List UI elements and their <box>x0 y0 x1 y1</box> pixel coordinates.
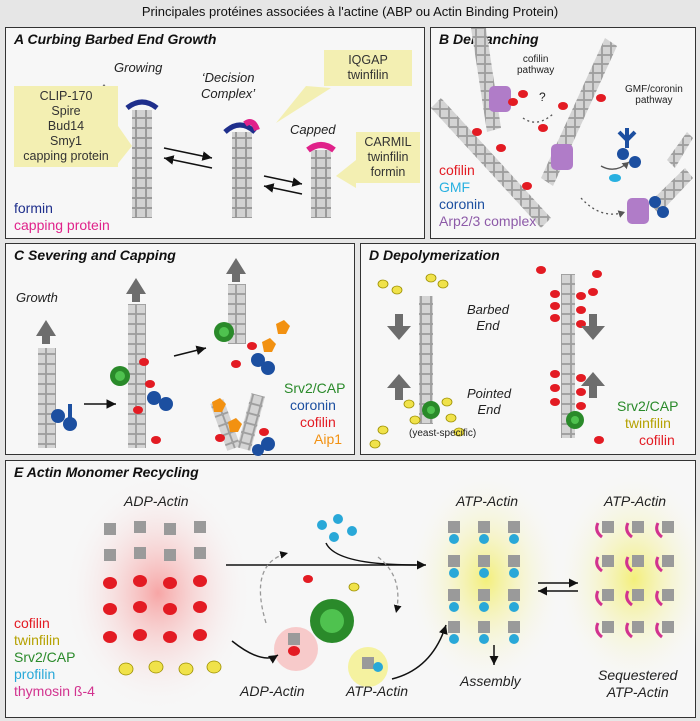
legend-cofilin: cofilin <box>639 432 675 448</box>
panel-e: E Actin Monomer Recycling <box>5 460 697 718</box>
label-sequestered-atp-actin: Sequestered ATP-Actin <box>598 667 678 700</box>
panel-b: B Debranching cofilin pathw <box>430 27 696 239</box>
label-pointed-end: Pointed End <box>467 386 512 417</box>
coronin-molecule <box>657 206 669 218</box>
label-question-mark: ? <box>539 90 546 104</box>
capping-protein <box>243 119 260 132</box>
legend-thymosin: thymosin ß-4 <box>14 683 95 699</box>
legend-cofilin: cofilin <box>300 414 336 430</box>
callout-growth-regulators: CLIP-170 Spire Bud14 Smy1 capping protei… <box>14 86 118 167</box>
growth-arrow-icon <box>226 258 246 282</box>
arp23-complex <box>551 144 573 170</box>
legend-coronin: coronin <box>290 397 336 413</box>
actin-filament <box>128 304 146 448</box>
arp23-complex <box>627 198 649 224</box>
coronin-molecule <box>649 196 661 208</box>
label-barbed-end: Barbed End <box>467 302 509 333</box>
legend-aip1: Aip1 <box>314 431 343 447</box>
label-atp-actin-pool: ATP-Actin <box>456 493 518 509</box>
actin-filament <box>38 348 56 448</box>
legend-gmf: GMF <box>439 179 471 195</box>
panel-d: D Depolymerization <box>360 243 696 455</box>
growth-arrow-icon <box>36 320 56 344</box>
legend-formin: formin <box>14 200 53 216</box>
shrink-arrow-icon <box>581 314 605 340</box>
actin-filament <box>431 98 551 228</box>
label-growth: Growth <box>16 290 58 305</box>
legend-arp23: Arp2/3 complex <box>439 213 537 229</box>
panel-a-title: A Curbing Barbed End Growth <box>14 31 217 47</box>
adp-actin-pool <box>103 521 222 676</box>
formin-dimer <box>125 99 159 111</box>
cofilin-molecule <box>508 98 518 106</box>
label-cofilin-pathway: cofilin pathway <box>517 54 555 76</box>
legend-twinfilin: twinfilin <box>14 632 60 648</box>
sequestered-atp-actin-pool <box>595 521 674 639</box>
label-adp-actin-monomer: ADP-Actin <box>240 683 305 699</box>
cofilin-molecule <box>538 124 548 132</box>
panel-a-illustration <box>94 78 356 218</box>
label-gmf-coronin-pathway: GMF/coronin pathway <box>625 84 683 106</box>
panel-c: C Severing and Capping Gr <box>5 243 355 456</box>
callout-capping-regulators: CARMIL twinfilin formin <box>356 132 420 183</box>
cofilin-molecule <box>522 182 532 190</box>
capping-protein <box>306 142 336 153</box>
legend-coronin: coronin <box>439 196 485 212</box>
coronin-molecule <box>617 148 629 160</box>
panel-b-illustration <box>431 28 693 228</box>
label-growing: Growing <box>114 60 163 75</box>
cofilin-molecule <box>596 94 606 102</box>
panel-d-illustration <box>369 266 605 449</box>
legend-cofilin: cofilin <box>14 615 50 631</box>
actin-filament <box>471 28 501 132</box>
cofilin-molecule <box>518 90 528 98</box>
label-yeast-specific: (yeast-specific) <box>409 428 477 439</box>
panel-d-title: D Depolymerization <box>369 247 500 263</box>
shrink-arrow-icon <box>581 372 605 398</box>
shrink-arrow-icon <box>387 374 411 400</box>
label-decision-complex: ‘Decision Complex’ <box>201 70 256 101</box>
legend-twinfilin: twinfilin <box>625 415 671 431</box>
panel-b-title: B Debranching <box>439 31 539 47</box>
panel-c-title: C Severing and Capping <box>14 247 176 263</box>
label-adp-actin-pool: ADP-Actin <box>124 493 189 509</box>
arp23-complex <box>489 86 511 112</box>
actin-filament <box>561 274 575 438</box>
shrink-arrow-icon <box>387 314 411 340</box>
actin-filament <box>311 150 331 218</box>
cofilin-molecule <box>558 102 568 110</box>
legend-cofilin: cofilin <box>439 162 475 178</box>
legend-srv2-cap: Srv2/CAP <box>14 649 76 665</box>
label-assembly: Assembly <box>460 673 521 689</box>
actin-filament <box>232 132 252 218</box>
actin-filament <box>667 132 693 168</box>
legend-srv2-cap: Srv2/CAP <box>617 398 679 414</box>
panel-a: A Curbing Barbed End Growth Growing ‘Dec… <box>5 27 425 239</box>
panel-e-illustration <box>63 469 697 713</box>
atp-actin-pool <box>448 521 520 644</box>
cofilin-molecule <box>472 128 482 136</box>
cofilin-molecule <box>496 144 506 152</box>
srv2-cap-complex <box>288 575 383 672</box>
actin-filament <box>419 296 433 424</box>
label-capped: Capped <box>290 122 336 137</box>
label-atp-actin-sequestered-pool: ATP-Actin <box>604 493 666 509</box>
formin-dimer <box>223 122 257 134</box>
growth-arrow-icon <box>126 278 146 302</box>
coronin-molecule <box>629 156 641 168</box>
figure-title: Principales protéines associées à l'acti… <box>141 4 559 19</box>
callout-decision-regulators: IQGAP twinfilin <box>324 50 412 86</box>
legend-srv2-cap: Srv2/CAP <box>284 380 346 396</box>
panel-c-illustration <box>36 258 290 456</box>
legend-profilin: profilin <box>14 666 56 682</box>
label-atp-actin-monomer: ATP-Actin <box>346 683 408 699</box>
gmf-molecule <box>609 174 621 182</box>
legend-capping-protein: capping protein <box>14 217 110 233</box>
actin-filament <box>132 110 152 218</box>
